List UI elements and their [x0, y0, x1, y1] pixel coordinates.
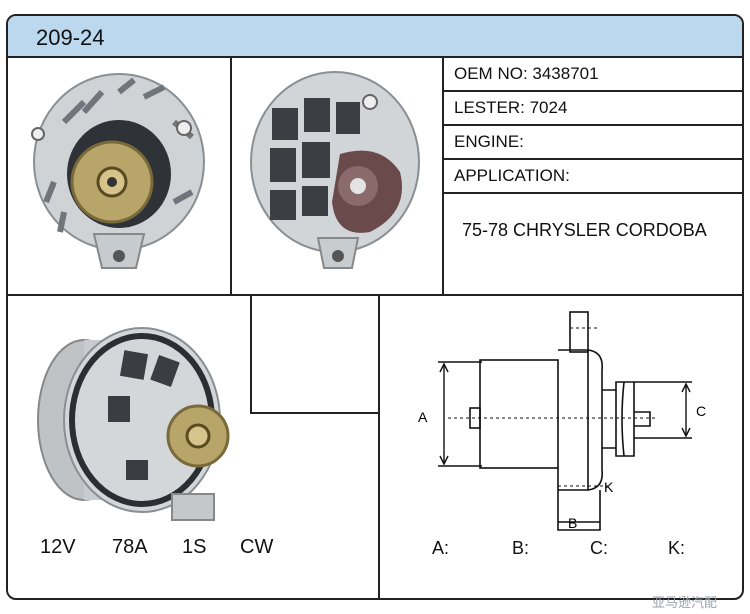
dimension-a-value: A: [432, 538, 450, 558]
info-divider [444, 192, 742, 194]
dimension-k-label: K [604, 479, 614, 495]
oem-row: OEM NO: 3438701 [444, 58, 734, 90]
header-bar: 209-24 [8, 16, 742, 58]
application-value: 75-78 CHRYSLER CORDOBA [462, 220, 707, 240]
info-divider [444, 158, 742, 160]
dimension-c-value: C: [590, 538, 608, 558]
small-box-bottom [250, 412, 378, 414]
dimension-c-label: C [696, 403, 706, 419]
lester-number: LESTER: 7024 [454, 98, 568, 117]
lester-row: LESTER: 7024 [444, 92, 734, 124]
info-divider [444, 124, 742, 126]
dimension-b-label: B [568, 515, 577, 531]
application-row: APPLICATION: [444, 160, 734, 192]
alternator-side-image [37, 327, 230, 521]
amperage-spec: 78A [112, 536, 148, 558]
dimension-diagram: A B C K [418, 311, 706, 531]
col-divider-3 [378, 296, 380, 598]
rotation-spec: CW [240, 536, 274, 558]
engine-label: ENGINE: [454, 132, 524, 151]
dimension-k-value: K: [668, 538, 686, 558]
pulley-spec: 1S [182, 536, 207, 558]
dimension-b-value: B: [512, 538, 530, 558]
alternator-rear-image [250, 71, 420, 269]
row-divider [8, 294, 742, 296]
part-number-title: 209-24 [36, 25, 105, 50]
col-divider-1 [230, 58, 232, 294]
col-divider-2 [442, 58, 444, 294]
engine-row: ENGINE: [444, 126, 734, 158]
oem-number: OEM NO: 3438701 [454, 64, 599, 83]
small-box-left [250, 296, 252, 414]
application-label: APPLICATION: [454, 166, 570, 185]
voltage-spec: 12V [40, 536, 76, 558]
info-divider [444, 90, 742, 92]
watermark: 亚马逊汽配 [652, 596, 718, 611]
alternator-front-image [31, 73, 205, 269]
dimension-a-label: A [418, 409, 428, 425]
